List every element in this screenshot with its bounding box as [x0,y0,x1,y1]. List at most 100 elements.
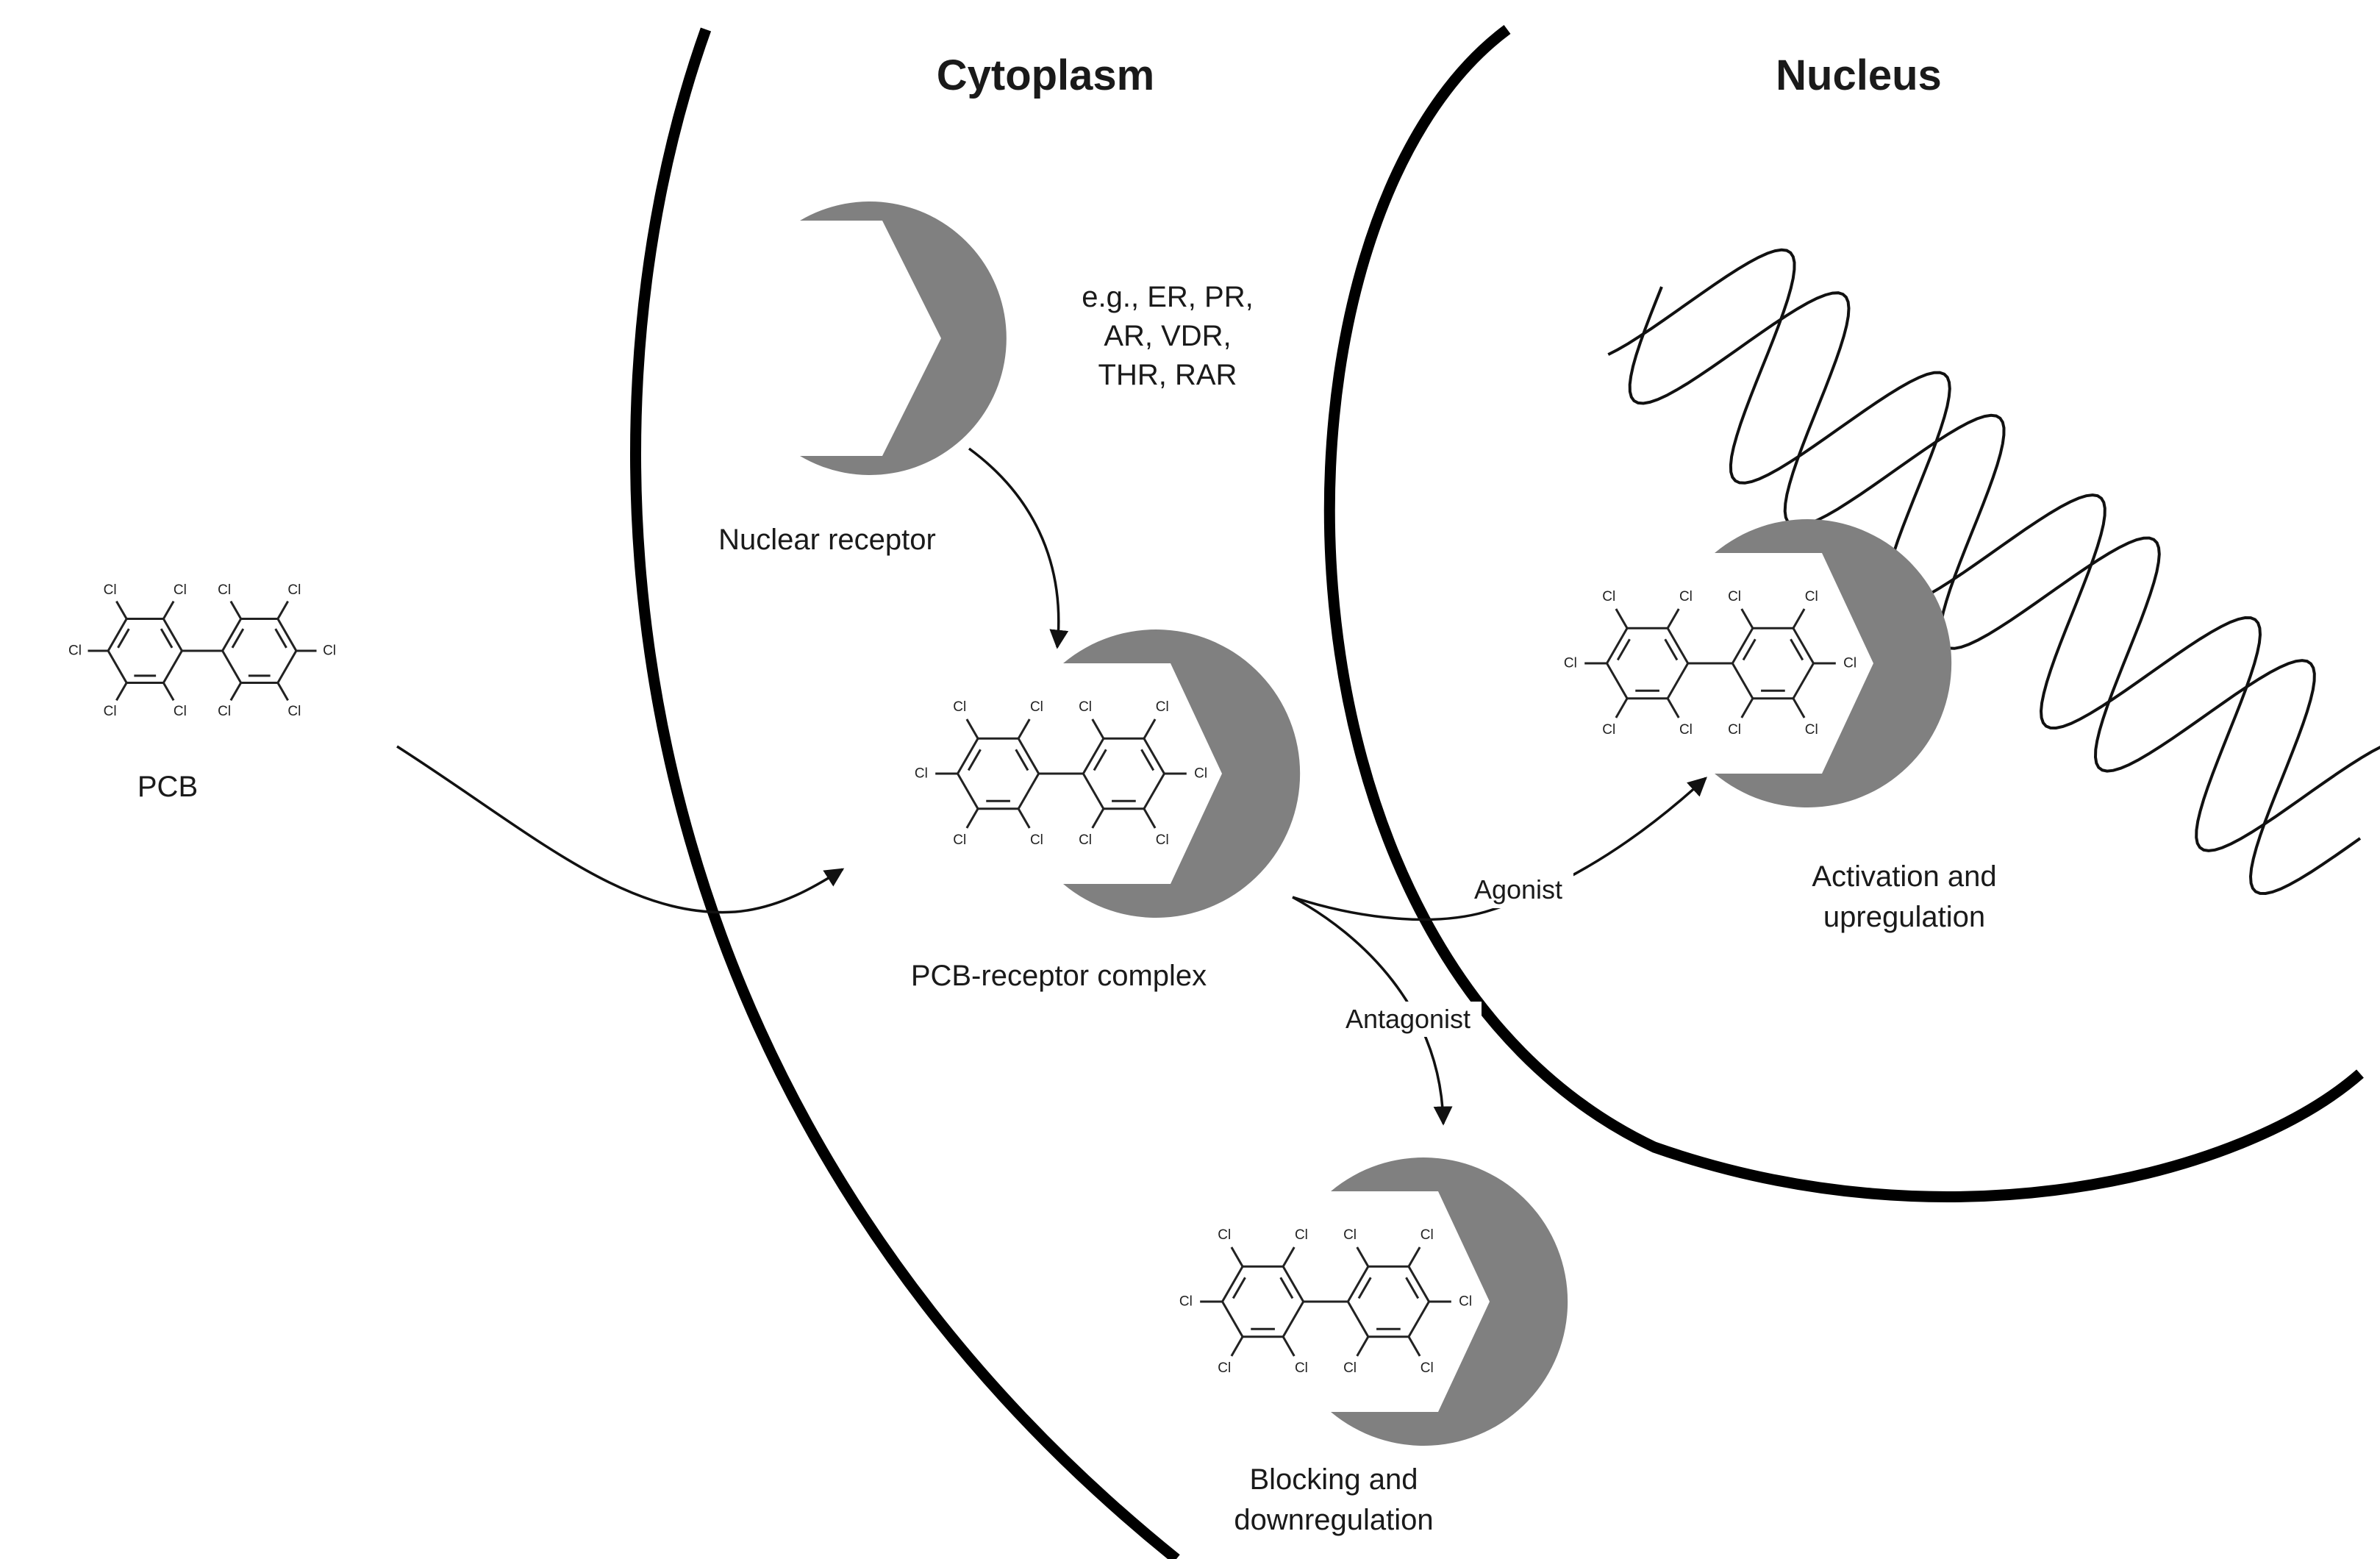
chemical-bond [1347,1301,1370,1338]
chemical-bond [1792,663,1815,699]
nuclear-receptor-shape [800,201,1007,475]
chemical-bond [107,618,128,652]
chemical-bond [1740,608,1754,629]
chemical-bond [162,600,175,620]
chemical-bond [1282,1266,1304,1302]
chemical-bond [1356,1246,1370,1268]
chemical-bond [1792,697,1806,718]
chlorine-atom: Cl [915,766,928,782]
chemical-bond [231,628,245,649]
activation-label: Activation and upregulation [1812,860,1996,933]
chlorine-atom: Cl [1805,722,1818,738]
chemical-bond [229,682,242,702]
dna-strand [1607,248,2380,852]
antagonist-label-bg [1334,1002,1482,1037]
chemical-bond [162,682,175,702]
chemical-bond [1407,1301,1430,1338]
blocking-label: Blocking and downregulation [1234,1463,1433,1536]
chlorine-atom: Cl [104,704,117,719]
chemical-bond [1091,807,1105,829]
arrow-receptor-to-complex [968,447,1069,649]
chlorine-atom: Cl [1156,699,1169,715]
chemical-bond [1732,663,1754,699]
blocked-complex-receptor [1331,1157,1568,1446]
chlorine-atom: Cl [1030,832,1043,848]
chemical-bond [221,618,242,652]
chemical-bond [965,807,979,829]
chemical-bond [1282,1301,1304,1338]
chlorine-atom: Cl [1218,1360,1231,1376]
chemical-bond [162,618,183,652]
blocking-label-line-2: downregulation [1234,1504,1433,1536]
chemical-bond [1742,638,1757,661]
chlorine-atom: Cl [1079,699,1092,715]
chlorine-atom: Cl [1459,1294,1472,1310]
chlorine-atom: Cl [287,582,301,598]
chlorine-atom: Cl [1728,722,1741,738]
chemical-bond [1143,773,1165,810]
chemical-bond [1616,638,1631,661]
chemical-bond [1666,697,1680,718]
chemical-bond [1357,1277,1372,1299]
chemical-bond [1347,1266,1370,1302]
chemical-bond [107,650,128,684]
chlorine-atom: Cl [1728,589,1741,604]
arrow-agonist [1292,777,1707,921]
chemical-bond [221,650,242,684]
chemical-bond [965,718,979,740]
activation-label-line-1: Activation and [1812,860,1996,893]
blocking-label-line-1: Blocking and [1249,1463,1418,1496]
chlorine-atom: Cl [1030,699,1043,715]
chemical-bond [1015,749,1029,771]
nuclear-receptor-label: Nuclear receptor [718,524,936,556]
chemical-bond [1143,807,1157,829]
chlorine-atom: Cl [1602,722,1615,738]
chlorine-atom: Cl [1679,589,1693,604]
chemical-bond [967,749,982,771]
chlorine-atom: Cl [1805,589,1818,604]
chlorine-atom: Cl [218,582,231,598]
chemical-bond [957,773,979,810]
chemical-bond [160,628,174,649]
chemical-bond [957,738,979,774]
agonist-label: Agonist [1474,874,1562,905]
arrow-pcb-to-complex [396,745,845,914]
chemical-bond [1792,608,1806,629]
antagonist-label: Antagonist [1346,1004,1470,1034]
chlorine-atom: Cl [1843,656,1857,671]
receptor-examples-line-3: THR, RAR [1098,359,1237,391]
chlorine-atom: Cl [1564,656,1577,671]
chlorine-atom: Cl [1079,832,1092,848]
chlorine-atom: Cl [218,704,231,719]
chemical-bond [1282,1246,1296,1268]
chemical-bond [1405,1277,1420,1299]
activated-complex-receptor [1715,519,1952,807]
chlorine-atom: Cl [287,704,301,719]
arrow-antagonist [1292,896,1453,1126]
chlorine-atom: Cl [1194,766,1207,782]
chemical-bond [162,650,183,684]
chemical-bond [1666,663,1689,699]
chemical-bond [274,628,287,649]
nuclear-membrane [1323,24,2364,1202]
chemical-bond [1230,1246,1244,1268]
chemical-bond [1221,1266,1244,1302]
chlorine-atom: Cl [1295,1360,1308,1376]
chemical-bond [1091,718,1105,740]
chemical-bond [1666,627,1689,664]
chemical-bond [1221,1301,1244,1338]
chemical-bond [1279,1277,1294,1299]
chemical-bond [1407,1246,1421,1268]
chemical-bond [276,682,289,702]
receptor-examples: e.g., ER, PR, AR, VDR, THR, RAR [1082,281,1253,391]
chlorine-atom: Cl [1218,1227,1231,1243]
chemical-bond [1017,773,1040,810]
pcb-label: PCB [137,771,198,803]
chemical-bond [1606,663,1629,699]
chemical-bond [1740,697,1754,718]
chemical-bond [1282,1335,1296,1357]
